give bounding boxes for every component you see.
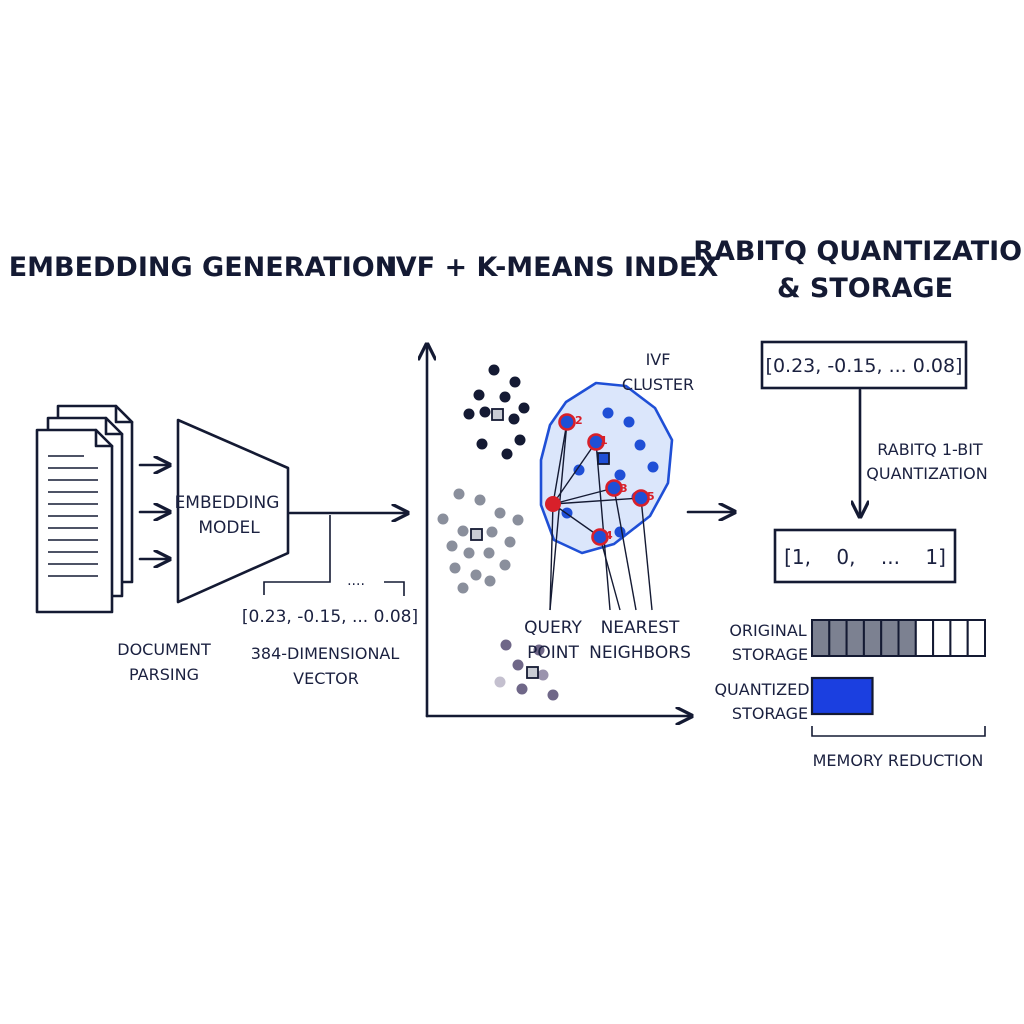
document-text-lines bbox=[48, 455, 98, 577]
quantized-storage-bar bbox=[810, 676, 874, 716]
storage-cell-filled bbox=[845, 619, 865, 657]
index-panel: IVF + K-MEANS INDEX bbox=[386, 252, 733, 716]
neighbor-number-1: 1 bbox=[600, 434, 608, 447]
storage-cell-filled bbox=[811, 619, 831, 657]
query-point-marker bbox=[545, 496, 561, 512]
storage-cell-empty bbox=[914, 619, 935, 657]
original-storage-bar bbox=[811, 619, 987, 657]
neighbor-links bbox=[549, 421, 653, 611]
bit-vector-box bbox=[773, 528, 957, 584]
document-label-2: PARSING bbox=[129, 665, 199, 684]
embedding-panel: EMBEDDING GENERATION bbox=[9, 252, 418, 688]
gray-cluster bbox=[437, 488, 524, 594]
original-storage-label-2: STORAGE bbox=[732, 645, 808, 664]
vector-caption-2: VECTOR bbox=[293, 669, 359, 688]
gray-centroid-icon bbox=[470, 528, 483, 541]
quantization-panel: RABITQ QUANTIZATION & STORAGE [0.23, -0.… bbox=[693, 236, 1024, 770]
cluster-label-2: CLUSTER bbox=[622, 375, 694, 394]
embedding-model-block bbox=[176, 418, 290, 604]
embedding-title: EMBEDDING GENERATION bbox=[9, 252, 398, 283]
float-vector-box bbox=[760, 340, 968, 390]
dark-cluster bbox=[463, 364, 530, 460]
purple-cluster bbox=[494, 639, 559, 701]
neighbors-label-1: NEAREST bbox=[601, 618, 680, 638]
document-stack-icon bbox=[35, 404, 134, 614]
document-label-1: DOCUMENT bbox=[117, 640, 211, 659]
vector-caption-1: 384-DIMENSIONAL bbox=[251, 644, 400, 663]
reduction-bracket bbox=[811, 726, 986, 737]
ivf-centroid-icon bbox=[597, 452, 610, 465]
bit-vector-text: [1, 0, ... 1] bbox=[784, 545, 946, 569]
storage-cell-filled bbox=[862, 619, 883, 657]
cluster-label-1: IVF bbox=[646, 350, 671, 369]
dark-centroid-icon bbox=[491, 408, 504, 421]
float-vector-text: [0.23, -0.15, ... 0.08] bbox=[766, 355, 963, 377]
neighbors-label-2: NEIGHBORS bbox=[589, 643, 691, 663]
quantized-storage-label-1: QUANTIZED bbox=[714, 680, 809, 699]
neighbor-number-3: 3 bbox=[620, 482, 628, 495]
model-label-1: EMBEDDING bbox=[175, 493, 280, 513]
quantization-step-2: QUANTIZATION bbox=[866, 464, 987, 483]
storage-cell-empty bbox=[949, 619, 969, 657]
index-title: IVF + K-MEANS INDEX bbox=[386, 252, 719, 283]
nearest-neighbor-markers bbox=[558, 413, 650, 546]
vector-bracket-right bbox=[384, 581, 405, 596]
purple-centroid-icon bbox=[526, 666, 539, 679]
neighbor-number-4: 4 bbox=[605, 529, 613, 542]
neighbor-number-2: 2 bbox=[575, 414, 583, 427]
quantized-storage-label-2: STORAGE bbox=[732, 704, 808, 723]
vector-ellipsis: .... bbox=[347, 573, 365, 589]
storage-cell-filled bbox=[897, 619, 917, 657]
quantization-title-1: RABITQ QUANTIZATION bbox=[693, 236, 1024, 267]
query-label-2: POINT bbox=[527, 643, 579, 663]
original-storage-label-1: ORIGINAL bbox=[729, 621, 806, 640]
vector-connector bbox=[263, 515, 331, 595]
query-label-1: QUERY bbox=[524, 618, 582, 638]
storage-cell-filled bbox=[880, 619, 900, 657]
storage-cell-empty bbox=[932, 619, 952, 657]
quantization-title-2: & STORAGE bbox=[777, 273, 953, 304]
memory-reduction-label: MEMORY REDUCTION bbox=[813, 751, 984, 770]
storage-cell-empty bbox=[966, 619, 987, 657]
neighbor-number-5: 5 bbox=[647, 490, 655, 503]
quantization-step-1: RABITQ 1-BIT bbox=[877, 440, 983, 459]
storage-cell-filled bbox=[828, 619, 848, 657]
model-label-2: MODEL bbox=[198, 518, 260, 538]
embedding-vector: [0.23, -0.15, ... 0.08] bbox=[242, 607, 418, 627]
